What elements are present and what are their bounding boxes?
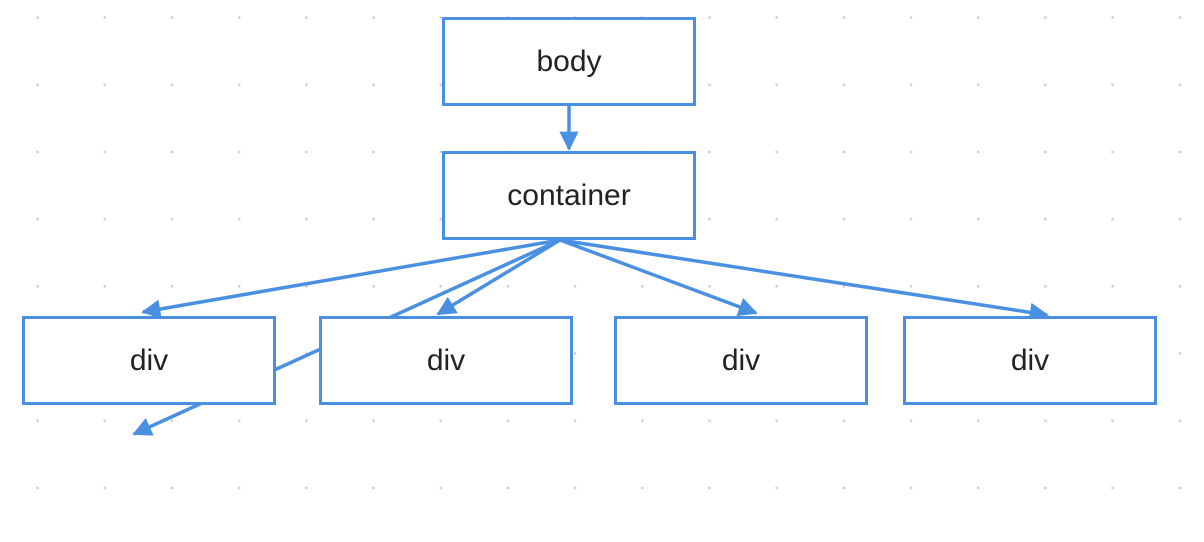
node-div-4[interactable]: div — [903, 316, 1157, 405]
node-label: div — [129, 343, 169, 377]
edge-container-to-div-1 — [141, 238, 561, 319]
node-div-2[interactable]: div — [319, 316, 573, 405]
node-label: div — [721, 343, 761, 377]
node-label: div — [426, 343, 466, 377]
node-label: div — [1010, 343, 1050, 377]
edge-container-to-div-4 — [559, 238, 1049, 322]
node-div-1[interactable]: div — [22, 316, 276, 405]
node-div-3[interactable]: div — [614, 316, 868, 405]
node-body[interactable]: body — [442, 17, 696, 106]
node-label: body — [536, 44, 602, 78]
edge-container-to-div-3 — [559, 238, 758, 316]
edge-container-to-div-2 — [436, 238, 561, 316]
node-container[interactable]: container — [442, 151, 696, 240]
node-label: container — [507, 178, 631, 212]
